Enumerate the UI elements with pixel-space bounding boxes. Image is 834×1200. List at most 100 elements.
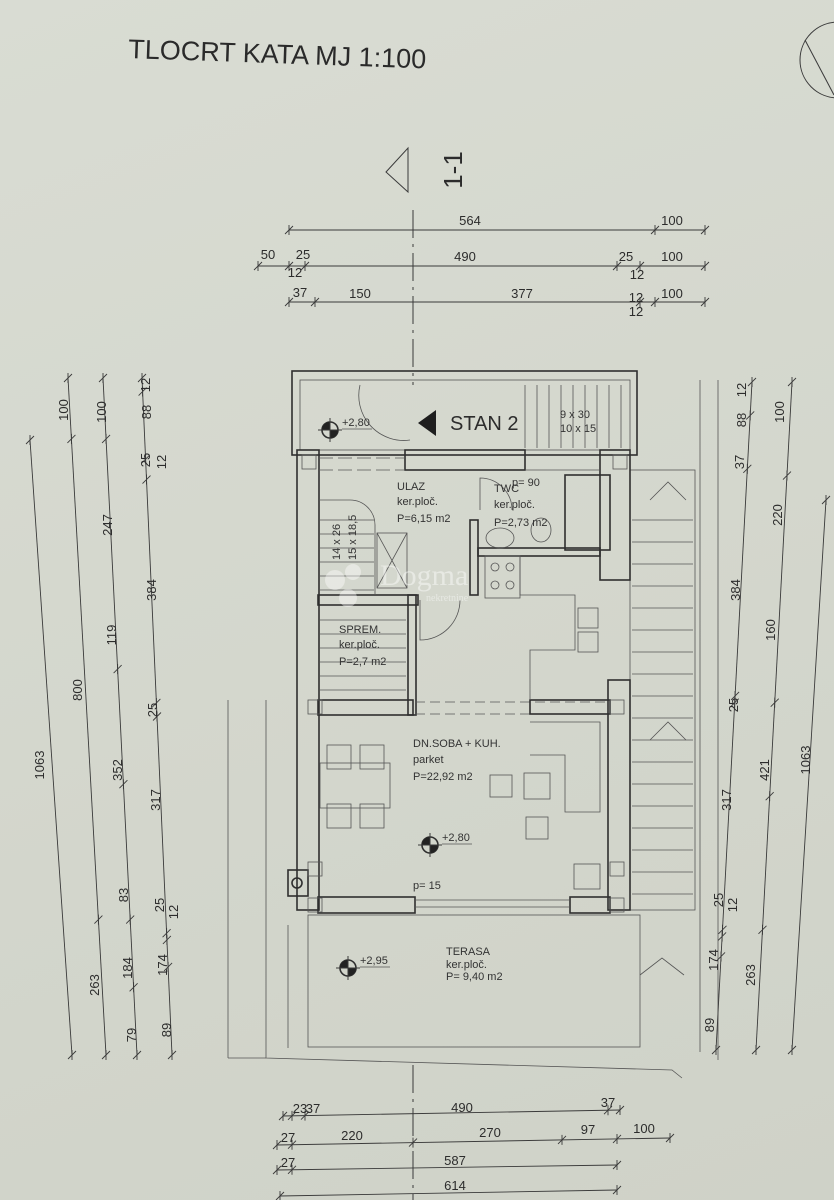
dimension-tick bbox=[67, 1050, 77, 1060]
toilet-icon bbox=[530, 517, 552, 543]
dimension-tick bbox=[612, 261, 622, 271]
dimension-tick bbox=[635, 261, 645, 271]
dimension-label: 25 bbox=[145, 703, 160, 717]
dimension-label: 1063 bbox=[798, 746, 813, 775]
dimension-tick bbox=[603, 1105, 613, 1116]
room-name-terasa: TERASA bbox=[446, 946, 491, 958]
dimension-line bbox=[791, 499, 827, 1051]
room-floor-sprem: ker.ploč. bbox=[339, 639, 380, 651]
dimension-tick bbox=[284, 297, 294, 307]
dimension-tick bbox=[113, 664, 122, 675]
dimension-tick bbox=[287, 1139, 297, 1150]
dimension-label: 384 bbox=[728, 579, 743, 601]
dimension-tick bbox=[163, 961, 173, 972]
dimension-label: 220 bbox=[341, 1128, 363, 1143]
dimension-label: 27 bbox=[281, 1130, 295, 1145]
room-name-ulaz: ULAZ bbox=[397, 481, 425, 493]
dimension-line bbox=[102, 377, 138, 1056]
dimension-tick bbox=[300, 261, 310, 271]
dimension-tick bbox=[287, 1164, 297, 1175]
plan-title: TLOCRT KATA MJ 1:100 bbox=[128, 34, 427, 74]
watermark-logo: Dogma nekretnine bbox=[325, 559, 469, 607]
dimension-label: 490 bbox=[451, 1100, 473, 1115]
dining-table bbox=[319, 762, 391, 809]
dimension-label: 263 bbox=[87, 974, 102, 996]
dimension-label: 25 bbox=[296, 247, 310, 262]
level-marker-icon: +2,80 bbox=[318, 417, 372, 442]
dimension-label: 88 bbox=[139, 405, 154, 419]
dimension-label: 119 bbox=[104, 625, 119, 646]
dimension-label: 25 bbox=[711, 893, 726, 907]
dimension-label: 174 bbox=[706, 949, 721, 971]
dimension-tick bbox=[821, 495, 831, 505]
stove-icon bbox=[484, 555, 521, 599]
dimension-line bbox=[29, 439, 73, 1056]
level-markers: +2,80+2,80+2,95 bbox=[318, 417, 472, 980]
dimension-tick bbox=[716, 951, 726, 962]
dimension-tick bbox=[63, 373, 73, 383]
dimension-tick bbox=[98, 373, 108, 383]
dimension-label: 564 bbox=[459, 213, 481, 228]
dimension-tick bbox=[717, 931, 727, 942]
dimension-label: 100 bbox=[633, 1121, 655, 1136]
dimension-tick bbox=[770, 697, 780, 708]
dimension-label: 25 bbox=[152, 898, 167, 912]
dimension-label: 270 bbox=[479, 1125, 501, 1140]
dimension-tick bbox=[711, 1045, 721, 1055]
dimension-label: 490 bbox=[454, 249, 476, 264]
dimension-label: 83 bbox=[116, 888, 131, 902]
dimension-tick bbox=[758, 924, 767, 935]
terrace-tiles bbox=[307, 914, 641, 1048]
sink-icon bbox=[485, 527, 515, 549]
stair-spec-inner: 14 x 26 bbox=[331, 524, 343, 560]
dimension-label: 89 bbox=[159, 1023, 174, 1037]
dimension-label: 12 bbox=[629, 304, 643, 319]
dimension-label: 100 bbox=[661, 213, 683, 228]
dimension-label: 12 bbox=[629, 290, 643, 305]
dimension-tick bbox=[730, 697, 740, 708]
inner-staircase: 14 x 26 15 x 18,5 bbox=[319, 499, 408, 691]
dimension-label: 220 bbox=[770, 504, 785, 526]
dimension-tick bbox=[278, 1111, 288, 1121]
dimension-tick bbox=[782, 470, 792, 481]
dimension-label: 150 bbox=[349, 286, 371, 301]
dimension-tick bbox=[138, 386, 147, 397]
dimension-tick bbox=[635, 297, 645, 307]
dimension-label: 100 bbox=[661, 286, 683, 301]
dimension-label: 50 bbox=[261, 247, 275, 262]
dimension-tick bbox=[747, 377, 757, 387]
dimension-line bbox=[67, 377, 107, 1056]
section-marker: 1-1 bbox=[385, 146, 468, 1200]
dimension-label: 317 bbox=[719, 789, 734, 811]
dimension-tick bbox=[700, 297, 710, 307]
site-boundary bbox=[227, 380, 719, 1079]
dimension-tick bbox=[612, 1133, 622, 1144]
dimension-label: 384 bbox=[144, 579, 159, 601]
kitchen-island bbox=[530, 721, 601, 813]
room-area-ulaz: P=6,15 m2 bbox=[397, 513, 451, 525]
dimension-label: 89 bbox=[702, 1018, 717, 1032]
dimension-label: 12 bbox=[630, 267, 644, 282]
watermark-sub: nekretnine bbox=[426, 593, 469, 604]
dimension-tick bbox=[745, 410, 755, 421]
stair-spec-top: 9 x 30 bbox=[560, 409, 590, 421]
outdoor-staircase-right bbox=[629, 469, 696, 976]
room-area-twc: P=2,73 m2 bbox=[494, 517, 548, 529]
dimension-label: 174 bbox=[155, 954, 170, 976]
north-arrow-icon bbox=[799, 21, 834, 99]
shaft bbox=[376, 532, 408, 589]
dimension-tick bbox=[751, 1045, 761, 1055]
dimension-tick bbox=[787, 377, 797, 387]
watermark-brand: Dogma bbox=[380, 559, 468, 592]
dimension-label: 247 bbox=[100, 514, 115, 536]
room-area-terasa: P= 9,40 m2 bbox=[446, 971, 503, 983]
room-area-living: P=22,92 m2 bbox=[413, 771, 473, 783]
fixtures bbox=[319, 474, 611, 890]
dimension-tick bbox=[743, 463, 752, 474]
room-name-sprem: SPREM. bbox=[339, 624, 381, 636]
dimension-label: 184 bbox=[120, 957, 135, 979]
dimension-tick bbox=[272, 1140, 282, 1150]
dimension-tick bbox=[101, 1050, 111, 1060]
opening-label: p= 15 bbox=[413, 880, 441, 892]
